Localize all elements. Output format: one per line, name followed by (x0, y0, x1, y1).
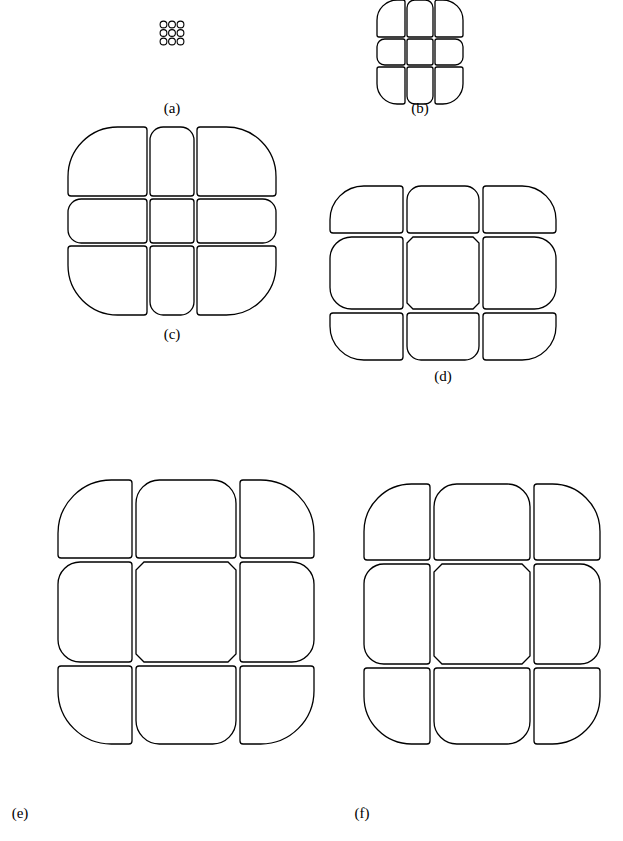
cell-outline (169, 21, 176, 28)
cell-outline (330, 186, 403, 233)
cell-outline (377, 0, 405, 37)
cell-outline (534, 484, 600, 560)
cell-outline (58, 666, 132, 744)
cell-cluster (364, 484, 600, 744)
cell-outline (534, 564, 600, 664)
cell-outline (483, 186, 556, 233)
cell-outline (377, 39, 405, 65)
cell-outline (68, 246, 147, 315)
cell-outline (434, 484, 530, 560)
panel-label: (f) (355, 805, 370, 822)
cell-outline (434, 564, 530, 664)
cell-outline (364, 564, 430, 664)
panel-label: (b) (411, 100, 429, 117)
cell-outline (377, 67, 405, 104)
cell-outline (434, 668, 530, 744)
cell-outline (407, 67, 433, 104)
cell-outline (169, 38, 176, 45)
cell-outline (435, 67, 463, 104)
cell-cluster (58, 480, 314, 744)
cell-cluster (68, 127, 276, 315)
cell-outline (330, 313, 403, 360)
cell-outline (330, 237, 403, 309)
cell-outline (58, 562, 132, 662)
cell-outline (150, 246, 194, 315)
cell-outline (364, 484, 430, 560)
cell-outline (197, 127, 276, 196)
cell-outline (160, 38, 167, 45)
cell-outline (407, 39, 433, 65)
cell-outline (169, 30, 176, 37)
cell-outline (177, 38, 184, 45)
cell-outline (534, 668, 600, 744)
cell-outline (483, 237, 556, 309)
cell-outline (58, 480, 132, 558)
panel-label: (a) (164, 100, 181, 117)
cell-outline (364, 668, 430, 744)
cell-outline (197, 246, 276, 315)
cell-outline (407, 237, 479, 309)
cell-outline (160, 21, 167, 28)
cell-outline (150, 199, 194, 243)
cell-outline (160, 30, 167, 37)
panel-label: (c) (164, 326, 181, 343)
cell-outline (68, 199, 147, 243)
cell-outline (240, 480, 314, 558)
cell-outline (177, 30, 184, 37)
cell-outline (150, 127, 194, 196)
panel-label: (d) (434, 368, 452, 385)
cell-outline (136, 562, 236, 662)
cell-outline (136, 666, 236, 744)
cell-cluster (330, 186, 556, 360)
cell-outline (435, 0, 463, 37)
cell-cluster (377, 0, 463, 104)
panel-label: (e) (12, 805, 29, 822)
cell-outline (407, 313, 479, 360)
cell-outline (435, 39, 463, 65)
cell-outline (407, 0, 433, 37)
cell-outline (483, 313, 556, 360)
cell-outline (240, 666, 314, 744)
cell-outline (197, 199, 276, 243)
cell-cluster (160, 21, 184, 45)
cell-outline (68, 127, 147, 196)
cell-outline (136, 480, 236, 558)
cell-outline (177, 21, 184, 28)
cell-outline (407, 186, 479, 233)
cell-outline (240, 562, 314, 662)
